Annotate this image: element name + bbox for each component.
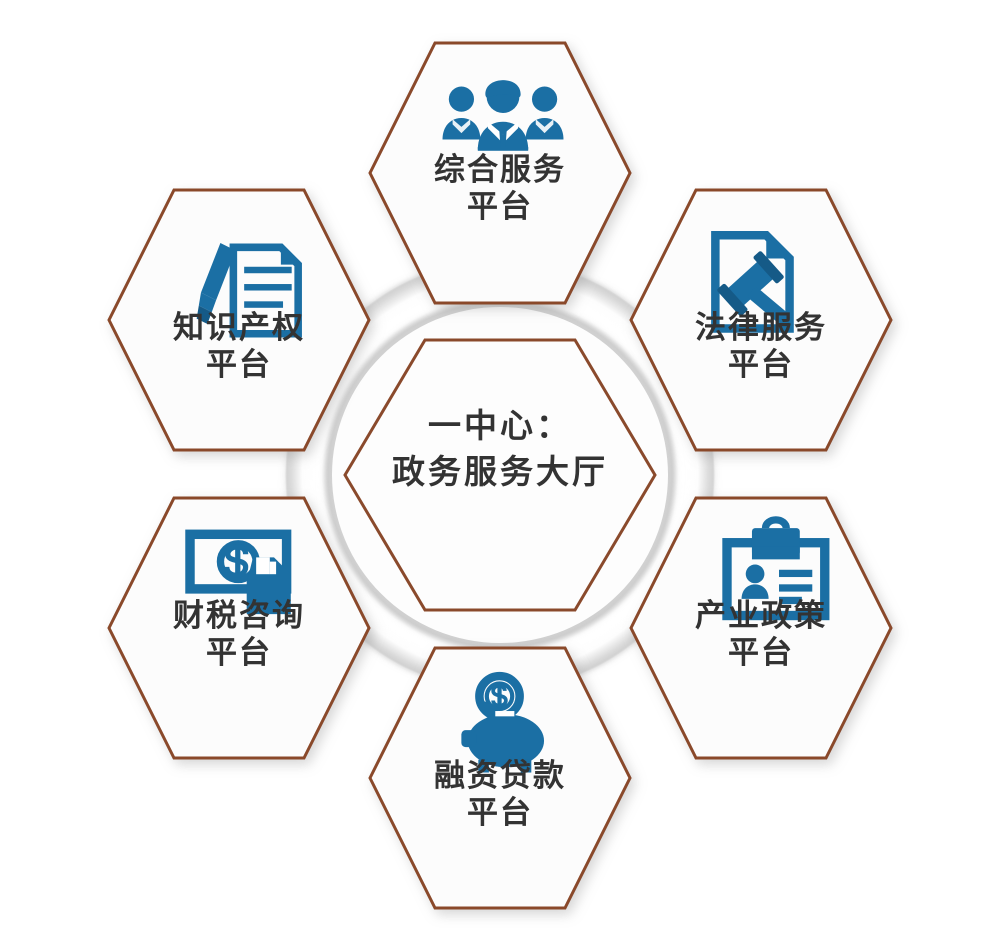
banknote-hand-icon bbox=[185, 529, 292, 615]
id-badge-clipboard-icon bbox=[722, 516, 830, 621]
hex-tile-financing-loan[interactable] bbox=[368, 646, 632, 910]
piggy-bank-coin-icon bbox=[461, 671, 545, 773]
hex-tile-tax-consulting[interactable] bbox=[107, 496, 371, 760]
three-people-icon bbox=[442, 80, 564, 151]
hex-tile-center[interactable] bbox=[343, 338, 657, 612]
pen-document-icon bbox=[196, 243, 302, 338]
hex-tile-intellectual-property[interactable] bbox=[107, 188, 371, 452]
hex-tile-legal-service[interactable] bbox=[629, 188, 893, 452]
gavel-document-icon bbox=[711, 231, 794, 333]
hex-tile-comprehensive-service[interactable] bbox=[368, 41, 632, 305]
